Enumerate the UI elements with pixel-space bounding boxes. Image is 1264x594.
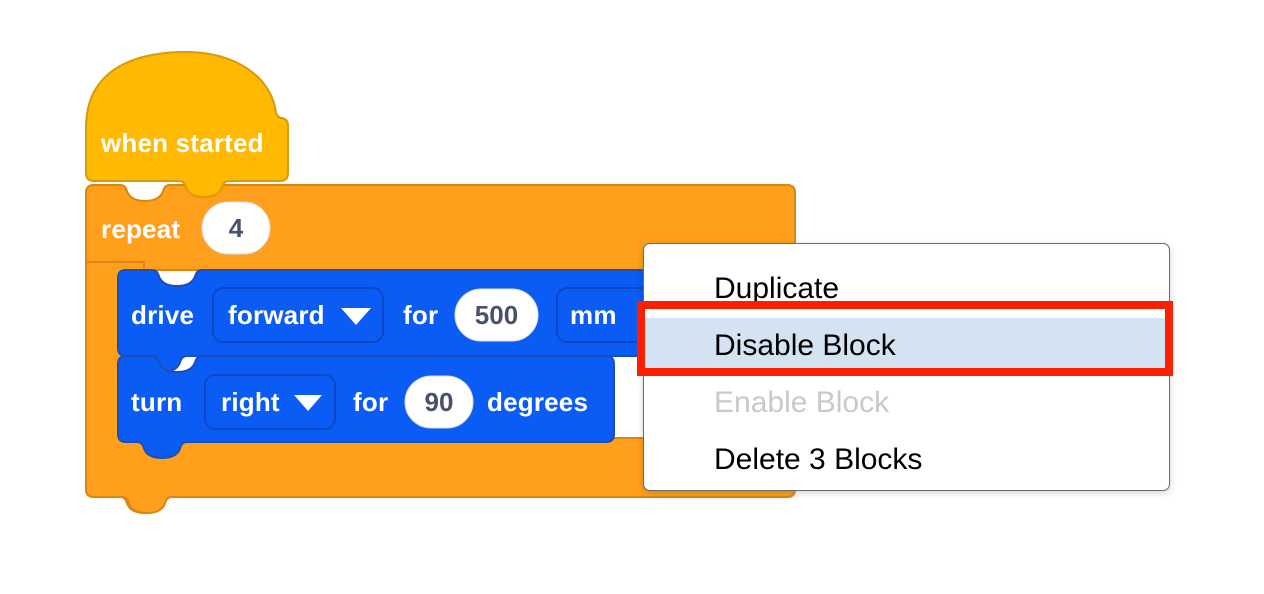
drive-direction-field[interactable]	[212, 287, 384, 343]
menu-item-enable-block: Enable Block	[714, 386, 890, 419]
menu-item-disable-block[interactable]: Disable Block	[644, 318, 1169, 374]
turn-direction-value[interactable]: right	[221, 387, 280, 417]
drive-connector-label: for	[403, 300, 439, 330]
menu-item-duplicate[interactable]: Duplicate	[714, 272, 840, 305]
turn-amount-value[interactable]: 90	[424, 387, 454, 417]
turn-connector-label: for	[353, 387, 389, 417]
drive-amount-value[interactable]: 500	[474, 300, 519, 330]
turn-chevron-down-icon[interactable]	[294, 395, 322, 411]
block-context-menu[interactable]: Duplicate Disable Block Enable Block Del…	[643, 243, 1170, 491]
drive-unit-value[interactable]: mm	[570, 300, 617, 330]
when-started-label: when started	[101, 128, 264, 158]
turn-amount-field[interactable]	[404, 375, 474, 429]
drive-direction-value[interactable]: forward	[228, 300, 325, 330]
repeat-label: repeat	[101, 214, 181, 244]
turn-verb-label: turn	[131, 387, 183, 417]
drive-amount-field[interactable]	[454, 288, 539, 342]
turn-unit-value[interactable]: degrees	[487, 387, 589, 417]
turn-direction-field[interactable]	[204, 374, 336, 430]
menu-item-delete-blocks[interactable]: Delete 3 Blocks	[714, 443, 923, 476]
repeat-count-field[interactable]	[201, 201, 271, 255]
when-started-block-shape[interactable]	[85, 51, 289, 198]
drive-verb-label: drive	[131, 300, 195, 330]
repeat-count-value[interactable]: 4	[228, 213, 244, 243]
drive-chevron-down-icon[interactable]	[341, 308, 371, 325]
